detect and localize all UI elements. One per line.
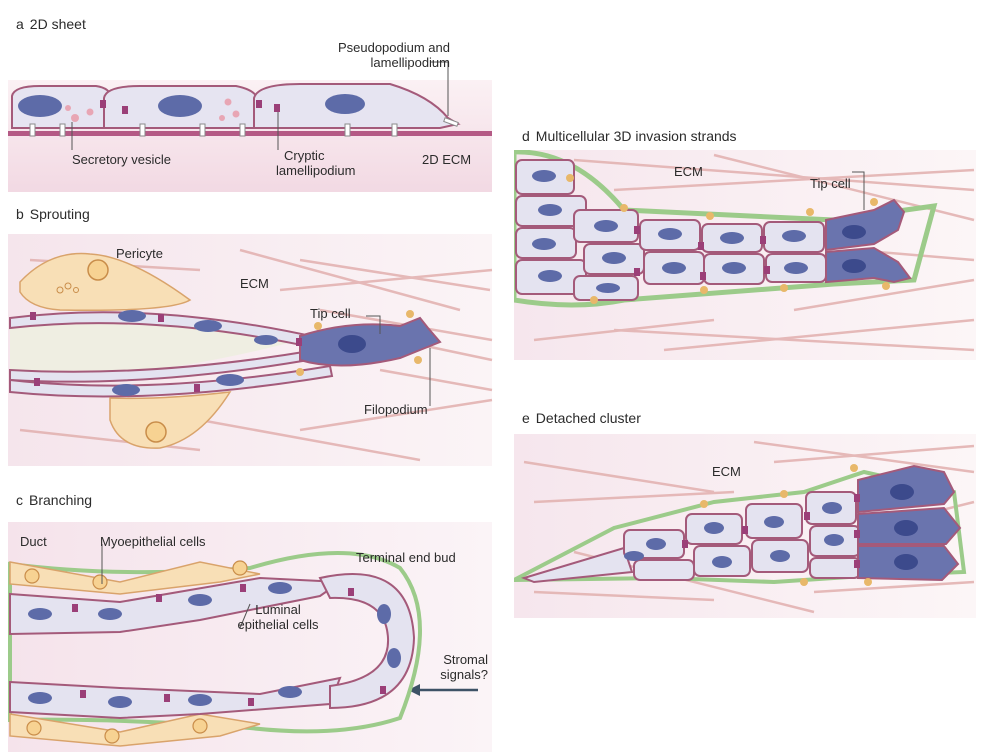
nucleus [325, 94, 365, 114]
panel-e-letter: e [522, 410, 530, 426]
label-cryptic-lamellipodium: Cryptic lamellipodium [276, 148, 355, 178]
label-pseudopodium-line1: Pseudopodium and [290, 40, 450, 55]
label-cryptic-line2: lamellipodium [276, 163, 355, 178]
panel-e-title-text: Detached cluster [536, 410, 641, 426]
basement-membrane [8, 131, 492, 136]
label-luminal-line1: Luminal [228, 602, 328, 617]
label-ecm-d: ECM [674, 164, 703, 179]
panel-e-diagram [514, 432, 984, 620]
label-pseudopodium: Pseudopodium and lamellipodium [290, 40, 450, 70]
panel-c-title-text: Branching [29, 492, 92, 508]
vesicle [65, 105, 71, 111]
vesicle [233, 111, 240, 118]
label-luminal: Luminal epithelial cells [228, 602, 328, 632]
label-pericyte: Pericyte [116, 246, 163, 261]
panel-a-title: a 2D sheet [16, 16, 86, 32]
nucleus [18, 95, 62, 117]
panel-c-title: c Branching [16, 492, 92, 508]
label-stromal-line1: Stromal [420, 652, 488, 667]
nucleus [112, 384, 140, 396]
nucleus [254, 335, 278, 345]
label-ecm-e: ECM [712, 464, 741, 479]
vesicle [71, 114, 79, 122]
integrin [392, 124, 397, 136]
vesicle [87, 109, 94, 116]
label-cryptic-line1: Cryptic [276, 148, 355, 163]
panel-d-diagram [514, 150, 984, 365]
tip-cell-nucleus [338, 335, 366, 353]
integrin [140, 124, 145, 136]
integrin [345, 124, 350, 136]
label-pseudopodium-line2: lamellipodium [290, 55, 450, 70]
label-tip-cell-d: Tip cell [810, 176, 851, 191]
panel-a-title-text: 2D sheet [30, 16, 86, 32]
vesicle [219, 115, 225, 121]
panel-d-letter: d [522, 128, 530, 144]
panel-b-title-text: Sprouting [30, 206, 90, 222]
integrin [60, 124, 65, 136]
panel-d-title: d Multicellular 3D invasion strands [522, 128, 737, 144]
junction [256, 100, 262, 108]
nucleus [194, 320, 222, 332]
nucleus [216, 374, 244, 386]
panel-b-diagram [0, 230, 500, 470]
label-stromal: Stromal signals? [420, 652, 488, 682]
junction [122, 106, 128, 114]
panel-a-letter: a [16, 16, 24, 32]
integrin [240, 124, 245, 136]
panel-c-letter: c [16, 492, 23, 508]
integrin [200, 124, 205, 136]
label-2d-ecm: 2D ECM [422, 152, 471, 167]
integrin [30, 124, 35, 136]
pericyte-nucleus [88, 260, 108, 280]
panel-d-title-text: Multicellular 3D invasion strands [536, 128, 737, 144]
label-terminal-end-bud: Terminal end bud [356, 550, 456, 565]
nucleus [118, 310, 146, 322]
panel-e-title: e Detached cluster [522, 410, 641, 426]
nucleus [158, 95, 202, 117]
junction [274, 104, 280, 112]
label-stromal-line2: signals? [420, 667, 488, 682]
junction [100, 100, 106, 108]
pericyte-nucleus-lower [146, 422, 166, 442]
label-luminal-line2: epithelial cells [228, 617, 328, 632]
sheet-cells [12, 84, 458, 128]
label-tip-cell-b: Tip cell [310, 306, 351, 321]
label-secretory-vesicle: Secretory vesicle [72, 152, 171, 167]
label-ecm-b: ECM [240, 276, 269, 291]
vesicle [225, 99, 232, 106]
label-duct: Duct [20, 534, 47, 549]
panel-b-title: b Sprouting [16, 206, 90, 222]
label-myoepithelial: Myoepithelial cells [100, 534, 206, 549]
panel-b-letter: b [16, 206, 24, 222]
label-filopodium: Filopodium [364, 402, 428, 417]
